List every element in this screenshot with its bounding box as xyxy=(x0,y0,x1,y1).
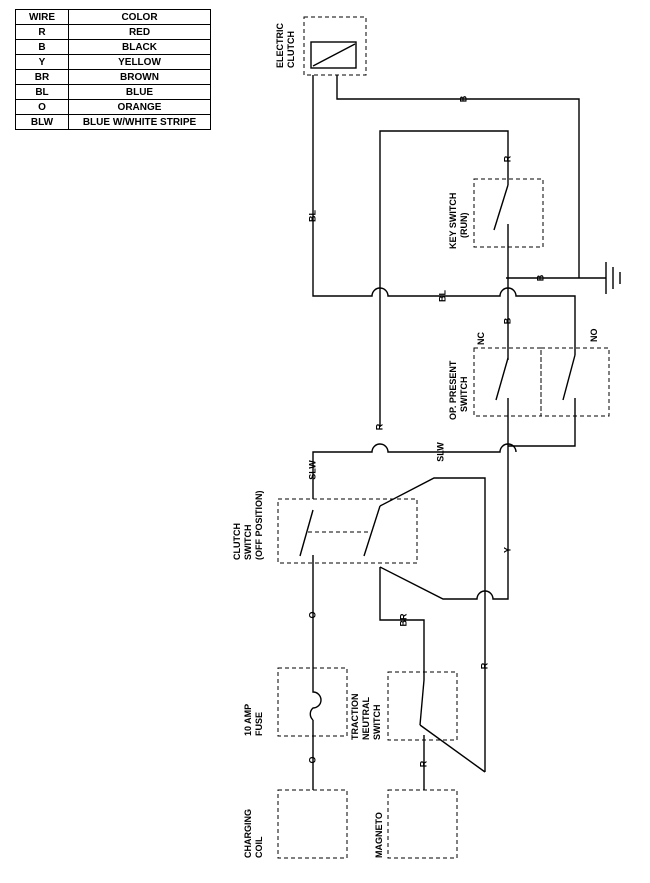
wire-label-br: BR xyxy=(398,613,408,626)
traction-neutral-label-line3: SWITCH xyxy=(372,705,382,741)
clutch-switch-contact-left xyxy=(299,509,314,557)
clutch-switch-label-line1: CLUTCH xyxy=(232,523,242,560)
fuse-label-line1: 10 AMP xyxy=(243,704,253,736)
legend-header-row: WIRE COLOR xyxy=(15,9,211,25)
nc-label: NC xyxy=(476,332,486,345)
key-switch-label-line1: KEY SWITCH xyxy=(448,193,458,249)
electric-clutch-label-line2: CLUTCH xyxy=(286,31,296,68)
legend-wire-code: BLW xyxy=(15,114,69,130)
wire-r-lower xyxy=(379,477,486,772)
electric-clutch-label-line1: ELECTRIC xyxy=(275,22,285,68)
wire-slw xyxy=(312,443,517,499)
op-present-label-line2: SWITCH xyxy=(459,377,469,413)
wire-r-traction xyxy=(419,724,486,773)
wire-label-r: R xyxy=(418,760,428,767)
wire-label-o: O xyxy=(307,611,317,618)
magneto-box xyxy=(387,789,458,859)
wire-label-y: Y xyxy=(502,547,512,553)
traction-neutral-contact xyxy=(419,679,425,726)
clutch-switch-label-line3: (OFF POSITION) xyxy=(254,491,264,561)
wire-label-r: R xyxy=(502,155,512,162)
wire-label-o: O xyxy=(307,756,317,763)
fuse-icon xyxy=(309,682,322,721)
wire-label-bl: BL xyxy=(307,210,317,222)
wire-label-b: B xyxy=(502,317,512,324)
wire-b-clutch xyxy=(336,75,580,278)
electric-clutch-box xyxy=(303,16,367,76)
wire-label-slw: SLW xyxy=(435,442,445,462)
electric-clutch-coil xyxy=(310,41,357,69)
electric-clutch-coil-diagonal xyxy=(312,43,356,67)
clutch-switch-contact-right xyxy=(363,505,381,557)
wire-label-r: R xyxy=(479,662,489,669)
wire-label-b: B xyxy=(458,95,468,102)
clutch-switch-box xyxy=(277,498,418,564)
traction-neutral-label-line2: NEUTRAL xyxy=(361,697,371,740)
wire-label-bl: BL xyxy=(437,290,447,302)
traction-neutral-label-line1: TRACTION xyxy=(350,694,360,741)
wire-bl xyxy=(312,75,541,297)
no-label: NO xyxy=(589,329,599,343)
key-switch-contact xyxy=(493,184,509,231)
clutch-switch-label-line2: SWITCH xyxy=(243,525,253,561)
op-no-lead-bottom xyxy=(508,398,576,447)
charging-coil-box xyxy=(277,789,348,859)
wire-label-slw: SLW xyxy=(307,460,317,480)
traction-neutral-switch-box xyxy=(387,671,458,741)
legend-wire-color: BLUE W/WHITE STRIPE xyxy=(68,114,211,130)
wire-no-top xyxy=(541,295,576,355)
wire-label-r: R xyxy=(374,423,384,430)
wire-y xyxy=(379,452,509,600)
charging-coil-label-line2: COIL xyxy=(254,836,264,858)
op-no-contact xyxy=(562,354,576,401)
fuse-label-line2: FUSE xyxy=(254,712,264,736)
wire-br xyxy=(379,567,425,680)
op-nc-contact xyxy=(495,357,509,401)
ground-icon xyxy=(506,262,621,294)
op-present-label-line1: OP. PRESENT xyxy=(448,360,458,420)
wire-r-key xyxy=(379,130,509,427)
charging-coil-label-line1: CHARGING xyxy=(243,809,253,858)
magneto-label: MAGNETO xyxy=(374,812,384,858)
key-switch-label-line2: (RUN) xyxy=(459,213,469,239)
wire-label-b: B xyxy=(535,274,545,281)
